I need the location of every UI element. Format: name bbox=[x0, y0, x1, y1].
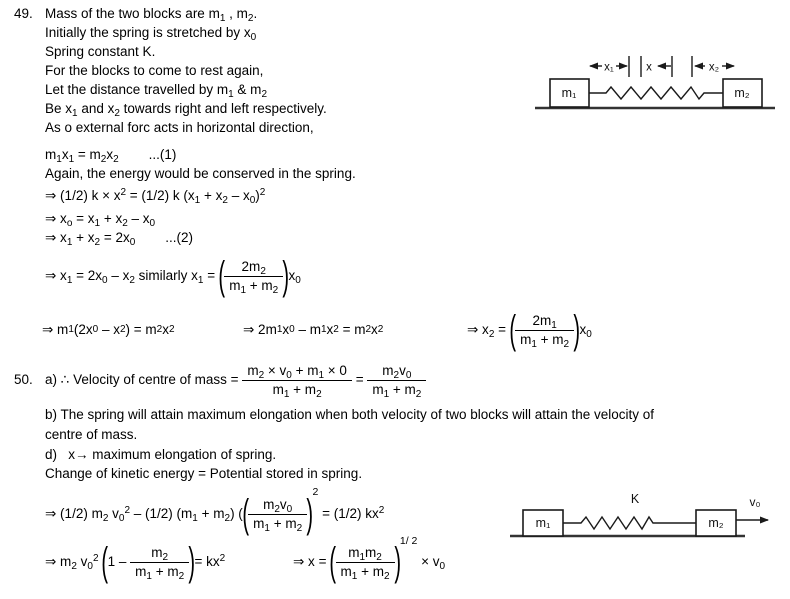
problem-50-number: 50. bbox=[14, 372, 33, 387]
equation-body: m1x1 = m2x2 bbox=[45, 147, 119, 165]
dimension-x2-label: x₂ bbox=[709, 62, 719, 74]
equation-x0: ⇒ xo = x1 + x2 – x0 bbox=[45, 211, 156, 229]
diagram-block-spring-velocity: m₁ m₂ K v₀ bbox=[510, 492, 769, 538]
text-line: centre of mass. bbox=[45, 427, 138, 442]
close-paren: ) bbox=[188, 540, 196, 584]
exponent: 2 bbox=[312, 486, 319, 498]
fraction-numerator: m1m2 bbox=[348, 544, 382, 563]
equals-sign: = bbox=[351, 372, 368, 387]
fraction-denominator: m1 + m2 bbox=[224, 275, 284, 295]
text-line: Initially the spring is stretched by x0 bbox=[45, 25, 257, 43]
equation-pre: ⇒ x = bbox=[293, 554, 331, 569]
problem-49-number: 49. bbox=[14, 6, 33, 21]
fraction-denominator: m1 + m2 bbox=[335, 561, 395, 581]
equation-velocity-com: a) ∴ Velocity of centre of mass = m2 × v… bbox=[45, 358, 427, 402]
block-m1-label: m₁ bbox=[536, 516, 551, 530]
open-paren: ( bbox=[242, 492, 249, 536]
close-paren: ) bbox=[393, 540, 401, 584]
equation-kinetic-potential: ⇒ (1/2) m2 v02 – (1/2) (m1 + m2) ( ( m2v… bbox=[45, 486, 385, 539]
fraction-numerator: m2v0 bbox=[263, 496, 293, 515]
equation-pre: ⇒ x1 = 2x0 – x2 similarly x1 = bbox=[45, 268, 219, 286]
text-line: Be x1 and x2 towards right and left resp… bbox=[45, 101, 327, 119]
equation-tag: ...(1) bbox=[148, 147, 177, 162]
equation-tag: ...(2) bbox=[165, 230, 194, 245]
equation-pre: ⇒ m2 v02 bbox=[45, 553, 99, 572]
fraction-denominator: m1 + m2 bbox=[515, 329, 575, 349]
equation-1: m1x1 = m2x2 ...(1) bbox=[45, 147, 177, 165]
equation-pre: ⇒ x2 = bbox=[467, 322, 510, 340]
dimension-x-label: x bbox=[646, 62, 652, 74]
fraction-numerator: m2v0 bbox=[382, 362, 412, 381]
fraction-denominator: m1 + m2 bbox=[242, 379, 352, 399]
close-paren: ) bbox=[282, 254, 290, 298]
text-line: As o external forc acts in horizontal di… bbox=[45, 120, 314, 135]
diagram-two-blocks-stretched-spring: m₁ m₂ x₁ x x₂ bbox=[535, 56, 775, 110]
fraction-denominator: m1 + m2 bbox=[248, 513, 308, 533]
fraction-denominator: m1 + m2 bbox=[367, 379, 427, 399]
fraction-numerator: 2m1 bbox=[532, 312, 557, 331]
close-paren: ) bbox=[573, 308, 581, 352]
equation-inner: 1 – bbox=[107, 554, 131, 569]
equation-body: ⇒ x1 + x2 = 2x0 bbox=[45, 230, 136, 248]
dimension-x1-label: x₁ bbox=[604, 62, 614, 74]
exponent: 1/ 2 bbox=[399, 535, 418, 547]
fraction-numerator: m2 × v0 + m1 × 0 bbox=[247, 362, 347, 381]
close-paren: ) bbox=[306, 492, 314, 536]
text-line: Mass of the two blocks are m1 , m2. bbox=[45, 6, 258, 24]
fraction-numerator: 2m2 bbox=[241, 258, 266, 277]
fraction-numerator: m2 bbox=[151, 544, 169, 563]
equation-post: = (1/2) kx2 bbox=[318, 505, 385, 522]
block-m2 bbox=[695, 509, 737, 537]
spring bbox=[563, 515, 696, 531]
block-m1-label: m₁ bbox=[562, 86, 577, 100]
equation-energy: ⇒ (1/2) k × x2 = (1/2) k (x1 + x2 – x0)2 bbox=[45, 187, 266, 206]
fraction-denominator: m1 + m2 bbox=[130, 561, 190, 581]
equation-2: ⇒ x1 + x2 = 2x0 ...(2) bbox=[45, 230, 194, 248]
open-paren: ( bbox=[101, 540, 109, 584]
equation-pre: a) ∴ Velocity of centre of mass = bbox=[45, 372, 243, 387]
velocity-label: v₀ bbox=[750, 495, 761, 509]
equation-post: × v0 bbox=[417, 554, 446, 572]
open-paren: ( bbox=[329, 540, 337, 584]
block-m2-label: m₂ bbox=[708, 516, 723, 530]
open-paren: ( bbox=[218, 254, 225, 298]
text-line: Again, the energy would be conserved in … bbox=[45, 166, 356, 181]
text-line: Change of kinetic energy = Potential sto… bbox=[45, 466, 363, 481]
text-line: Spring constant K. bbox=[45, 44, 156, 59]
spring bbox=[589, 85, 723, 101]
text-line: Let the distance travelled by m1 & m2 bbox=[45, 82, 267, 100]
text-line: d) x→ maximum elongation of spring. bbox=[45, 447, 277, 462]
open-paren: ( bbox=[509, 308, 516, 352]
equation-post: x0 bbox=[579, 322, 592, 340]
text-line: b) The spring will attain maximum elonga… bbox=[45, 407, 655, 422]
equation-post: = kx2 bbox=[194, 553, 226, 570]
spring-constant-label: K bbox=[631, 492, 640, 506]
equation-pre: ⇒ (1/2) m2 v02 – (1/2) (m1 + m2) ( bbox=[45, 505, 243, 524]
block-m2-label: m₂ bbox=[734, 86, 749, 100]
text-line: For the blocks to come to rest again, bbox=[45, 63, 264, 78]
equation-post: x0 bbox=[288, 268, 301, 286]
